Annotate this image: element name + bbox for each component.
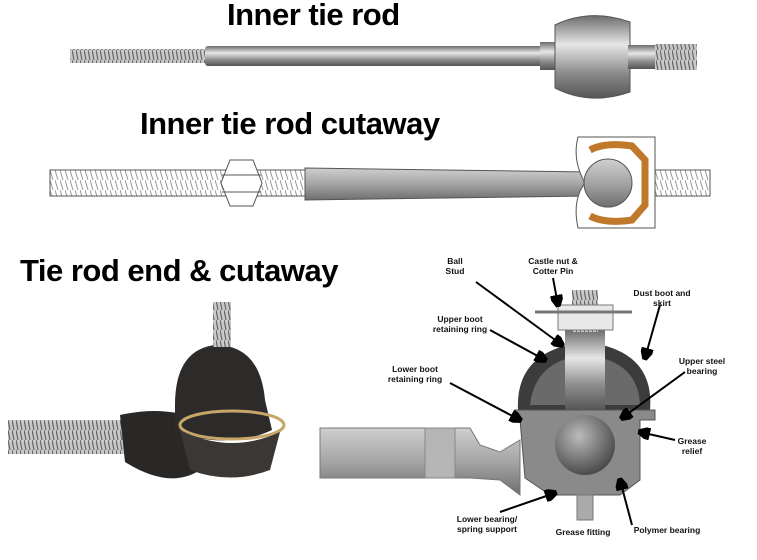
tie-rod-end-photo [8,302,286,479]
title-inner-tie-rod-cutaway: Inner tie rod cutaway [140,106,440,141]
label-grease-fitting: Grease fitting [555,527,611,537]
label-grease-relief: Grease relief [677,436,707,456]
label-upper-boot-ring: Upper boot retaining ring [432,314,488,334]
title-tie-rod-end-cutaway: Tie rod end & cutaway [20,253,338,288]
label-polymer-bearing: Polymer bearing [633,525,701,535]
label-dust-boot: Dust boot and skirt [633,288,691,308]
inner-tie-rod-photo [70,15,697,99]
callout-arrows [449,277,686,526]
inner-tie-rod-cutaway-drawing [49,136,711,229]
label-lower-boot-ring: Lower boot retaining ring [387,364,443,384]
title-inner-tie-rod: Inner tie rod [227,0,400,32]
label-ball-stud: Ball Stud [445,256,465,276]
label-upper-steel-bearing: Upper steel bearing [678,356,726,376]
label-castle-nut: Castle nut & Cotter Pin [528,256,578,276]
label-lower-bearing: Lower bearing/ spring support [456,514,518,534]
tie-rod-end-cutaway-drawing [319,290,656,521]
